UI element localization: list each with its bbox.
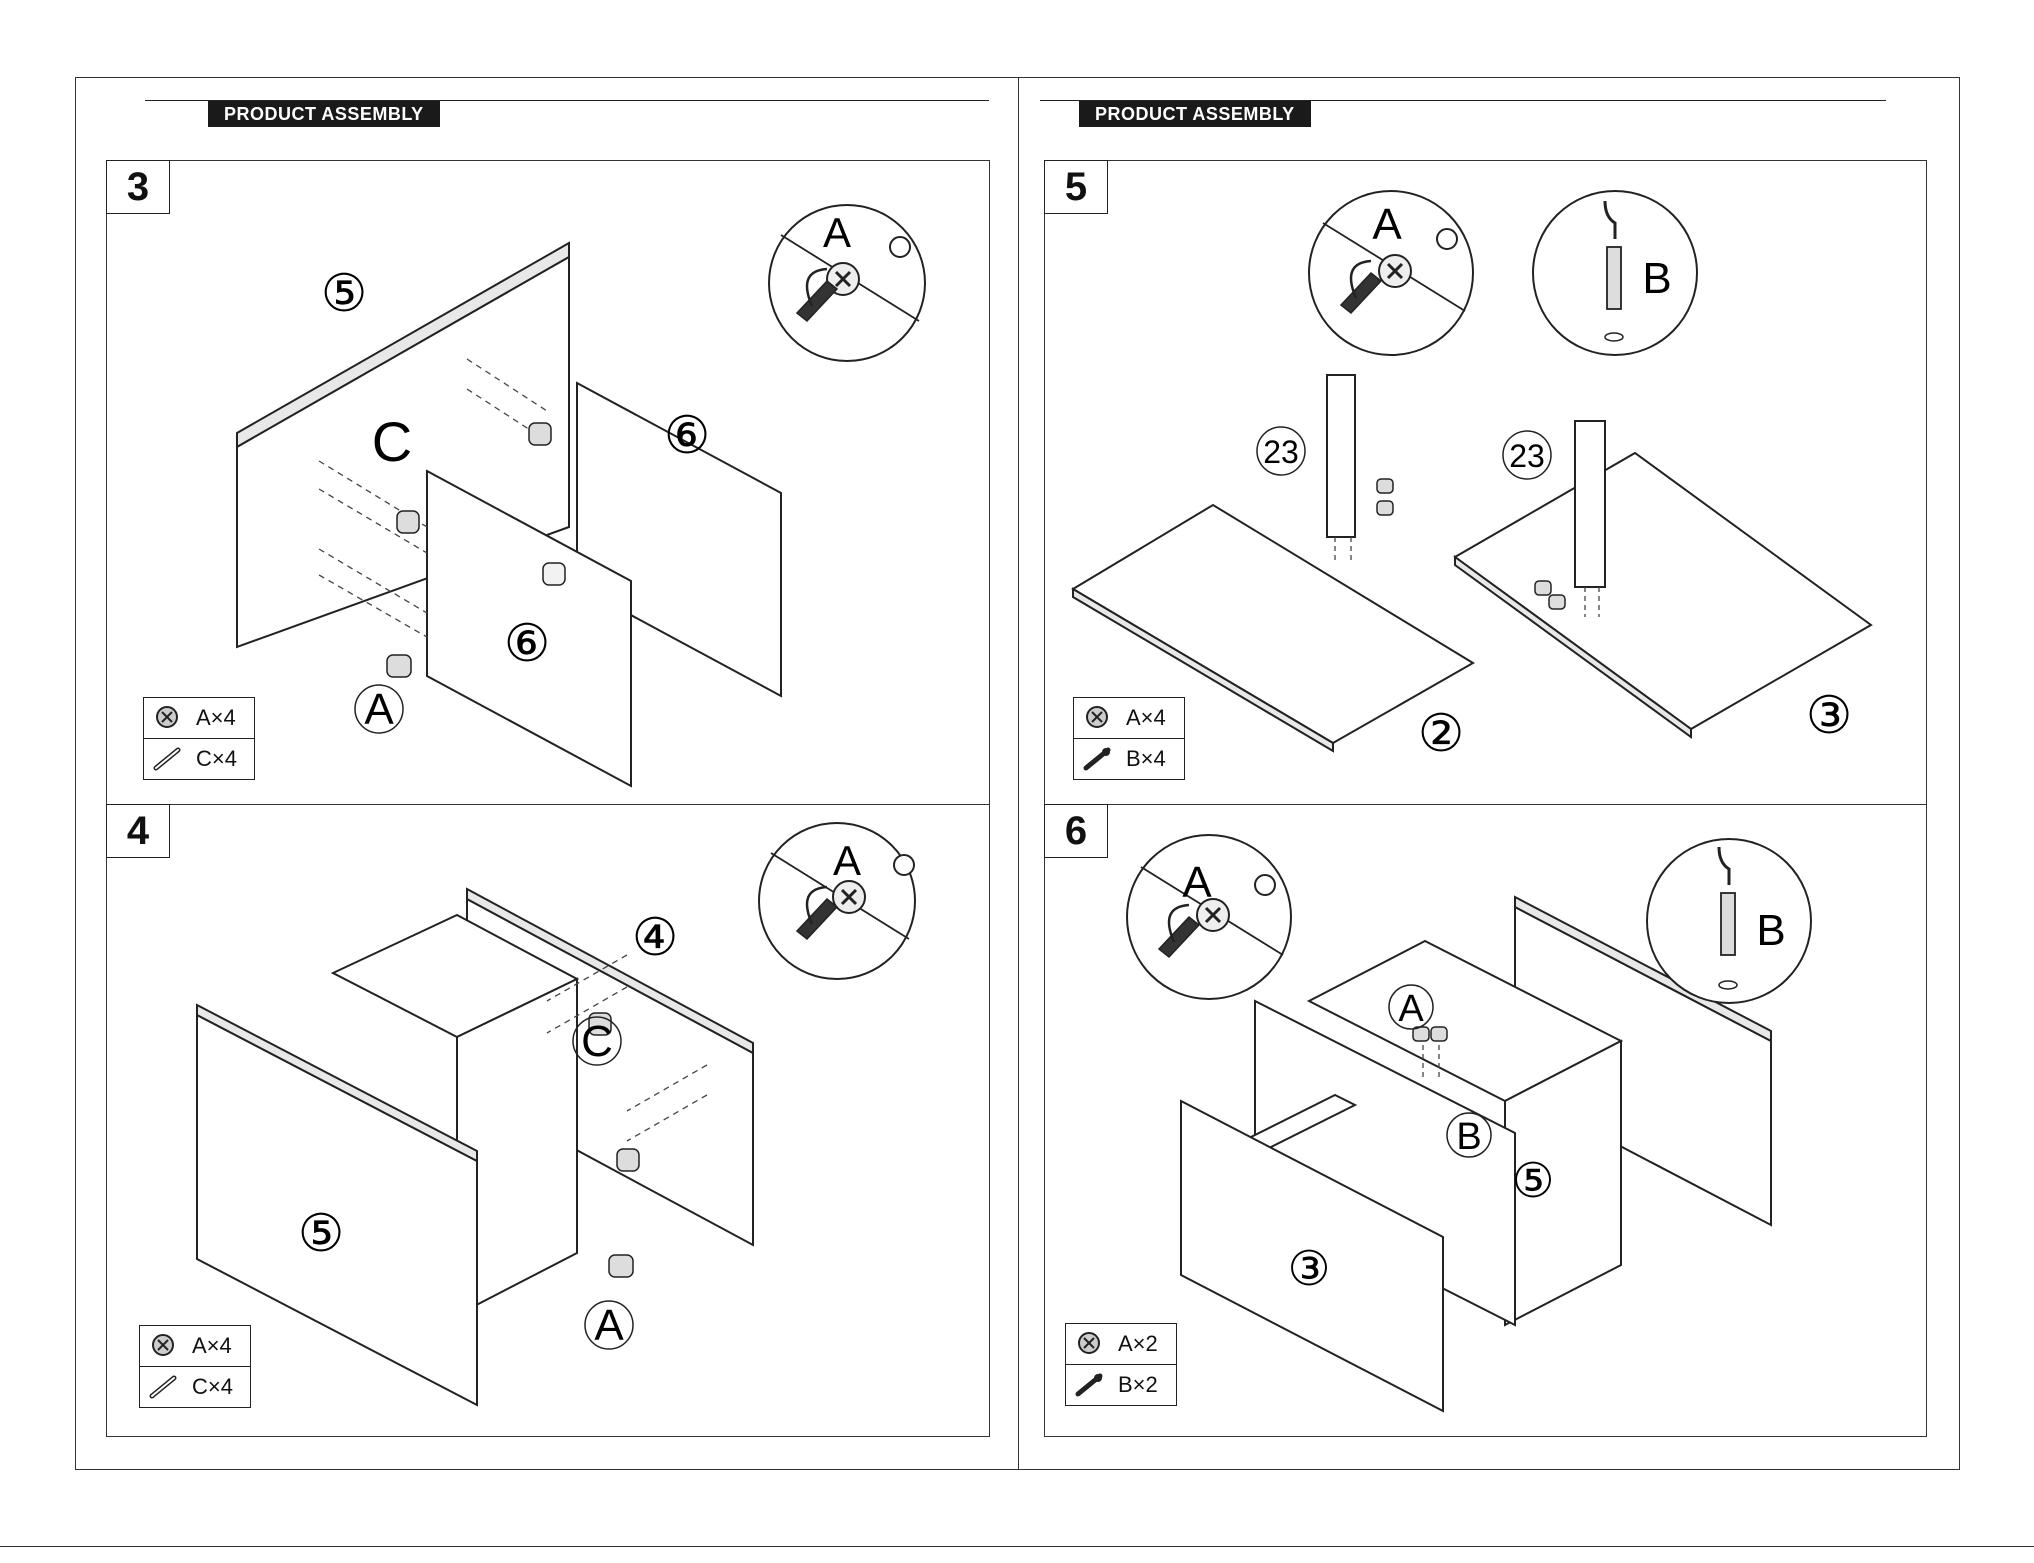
step-5-panel: A B 23 23 ② ③ 5 A×4 B×4 [1044,160,1927,805]
hardware-row-b: B×4 [1074,738,1184,779]
hardware-count-a: A×2 [1118,1331,1158,1357]
cam-lock-icon [1082,703,1118,733]
step-4-hardware-legend: A×4 C×4 [139,1325,251,1408]
hardware-row-c: C×4 [140,1366,250,1407]
callout-c: C [581,1017,613,1066]
step-3-number: 3 [106,160,170,214]
cam-bolt-icon [1074,1370,1110,1400]
step-4-number: 4 [106,804,170,858]
part-23-label-right: 23 [1509,438,1545,474]
hardware-row-b: B×2 [1066,1364,1176,1405]
callout-a-detail: A [823,209,851,256]
cam-lock-icon [1074,1329,1110,1359]
dowel-icon [152,744,188,774]
step-4-panel: A C A ④ ⑤ 4 A×4 C×4 [106,804,990,1437]
step-3-panel: A C A ⑤ ⑥ ⑥ 3 A×4 C×4 [106,160,990,805]
step-5-number: 5 [1044,160,1108,214]
hardware-count-b: B×2 [1118,1372,1158,1398]
hardware-row-a: A×2 [1066,1324,1176,1364]
part-3-label: ③ [1806,686,1853,746]
hardware-count-b: B×4 [1126,746,1166,772]
header-label-left: PRODUCT ASSEMBLY [208,101,440,127]
callout-a-detail: A [833,837,861,884]
step-3-hardware-legend: A×4 C×4 [143,697,255,780]
step-6-illustration: A B A B ⑤ ③ [1045,805,1928,1438]
hardware-count-c: C×4 [192,1374,233,1400]
part-3-label: ③ [1287,1241,1330,1297]
callout-c: C [372,410,412,473]
callout-b: B [1456,1116,1481,1158]
hardware-count-c: C×4 [196,746,237,772]
part-2-label: ② [1418,704,1465,764]
cam-bolt-icon [1082,744,1118,774]
step-5-hardware-legend: A×4 B×4 [1073,697,1185,780]
hardware-row-c: C×4 [144,738,254,779]
callout-a: A [1398,988,1424,1030]
step-6-panel: A B A B ⑤ ③ 6 A×2 B×2 [1044,804,1927,1437]
upright-right [1575,421,1605,587]
callout-a: A [364,685,394,734]
header-label-right: PRODUCT ASSEMBLY [1079,101,1311,127]
callout-b-detail: B [1642,254,1671,303]
callout-a-detail: A [1372,200,1402,249]
part-6-label-right: ⑥ [664,406,711,466]
part-6-label-front: ⑥ [504,614,551,674]
hardware-row-a: A×4 [140,1326,250,1366]
cam-lock-icon [148,1331,184,1361]
dowel-icon [148,1372,184,1402]
part-23-label-left: 23 [1263,434,1299,470]
hardware-row-a: A×4 [144,698,254,738]
hardware-count-a: A×4 [192,1333,232,1359]
step-6-hardware-legend: A×2 B×2 [1065,1323,1177,1406]
callout-a: A [594,1301,624,1350]
bottom-rule [0,1546,2034,1547]
part-5-label: ⑤ [321,264,368,324]
part-5-label: ⑤ [298,1204,345,1264]
hardware-row-a: A×4 [1074,698,1184,738]
part-5-label: ⑤ [1511,1153,1554,1209]
upright-left [1327,375,1355,537]
part-4-label: ④ [632,908,679,968]
page-divider [1018,77,1019,1470]
hardware-count-a: A×4 [1126,705,1166,731]
callout-a-detail: A [1182,858,1212,907]
callout-b-detail: B [1756,906,1785,955]
hardware-count-a: A×4 [196,705,236,731]
step-6-number: 6 [1044,804,1108,858]
cam-lock-icon [152,703,188,733]
